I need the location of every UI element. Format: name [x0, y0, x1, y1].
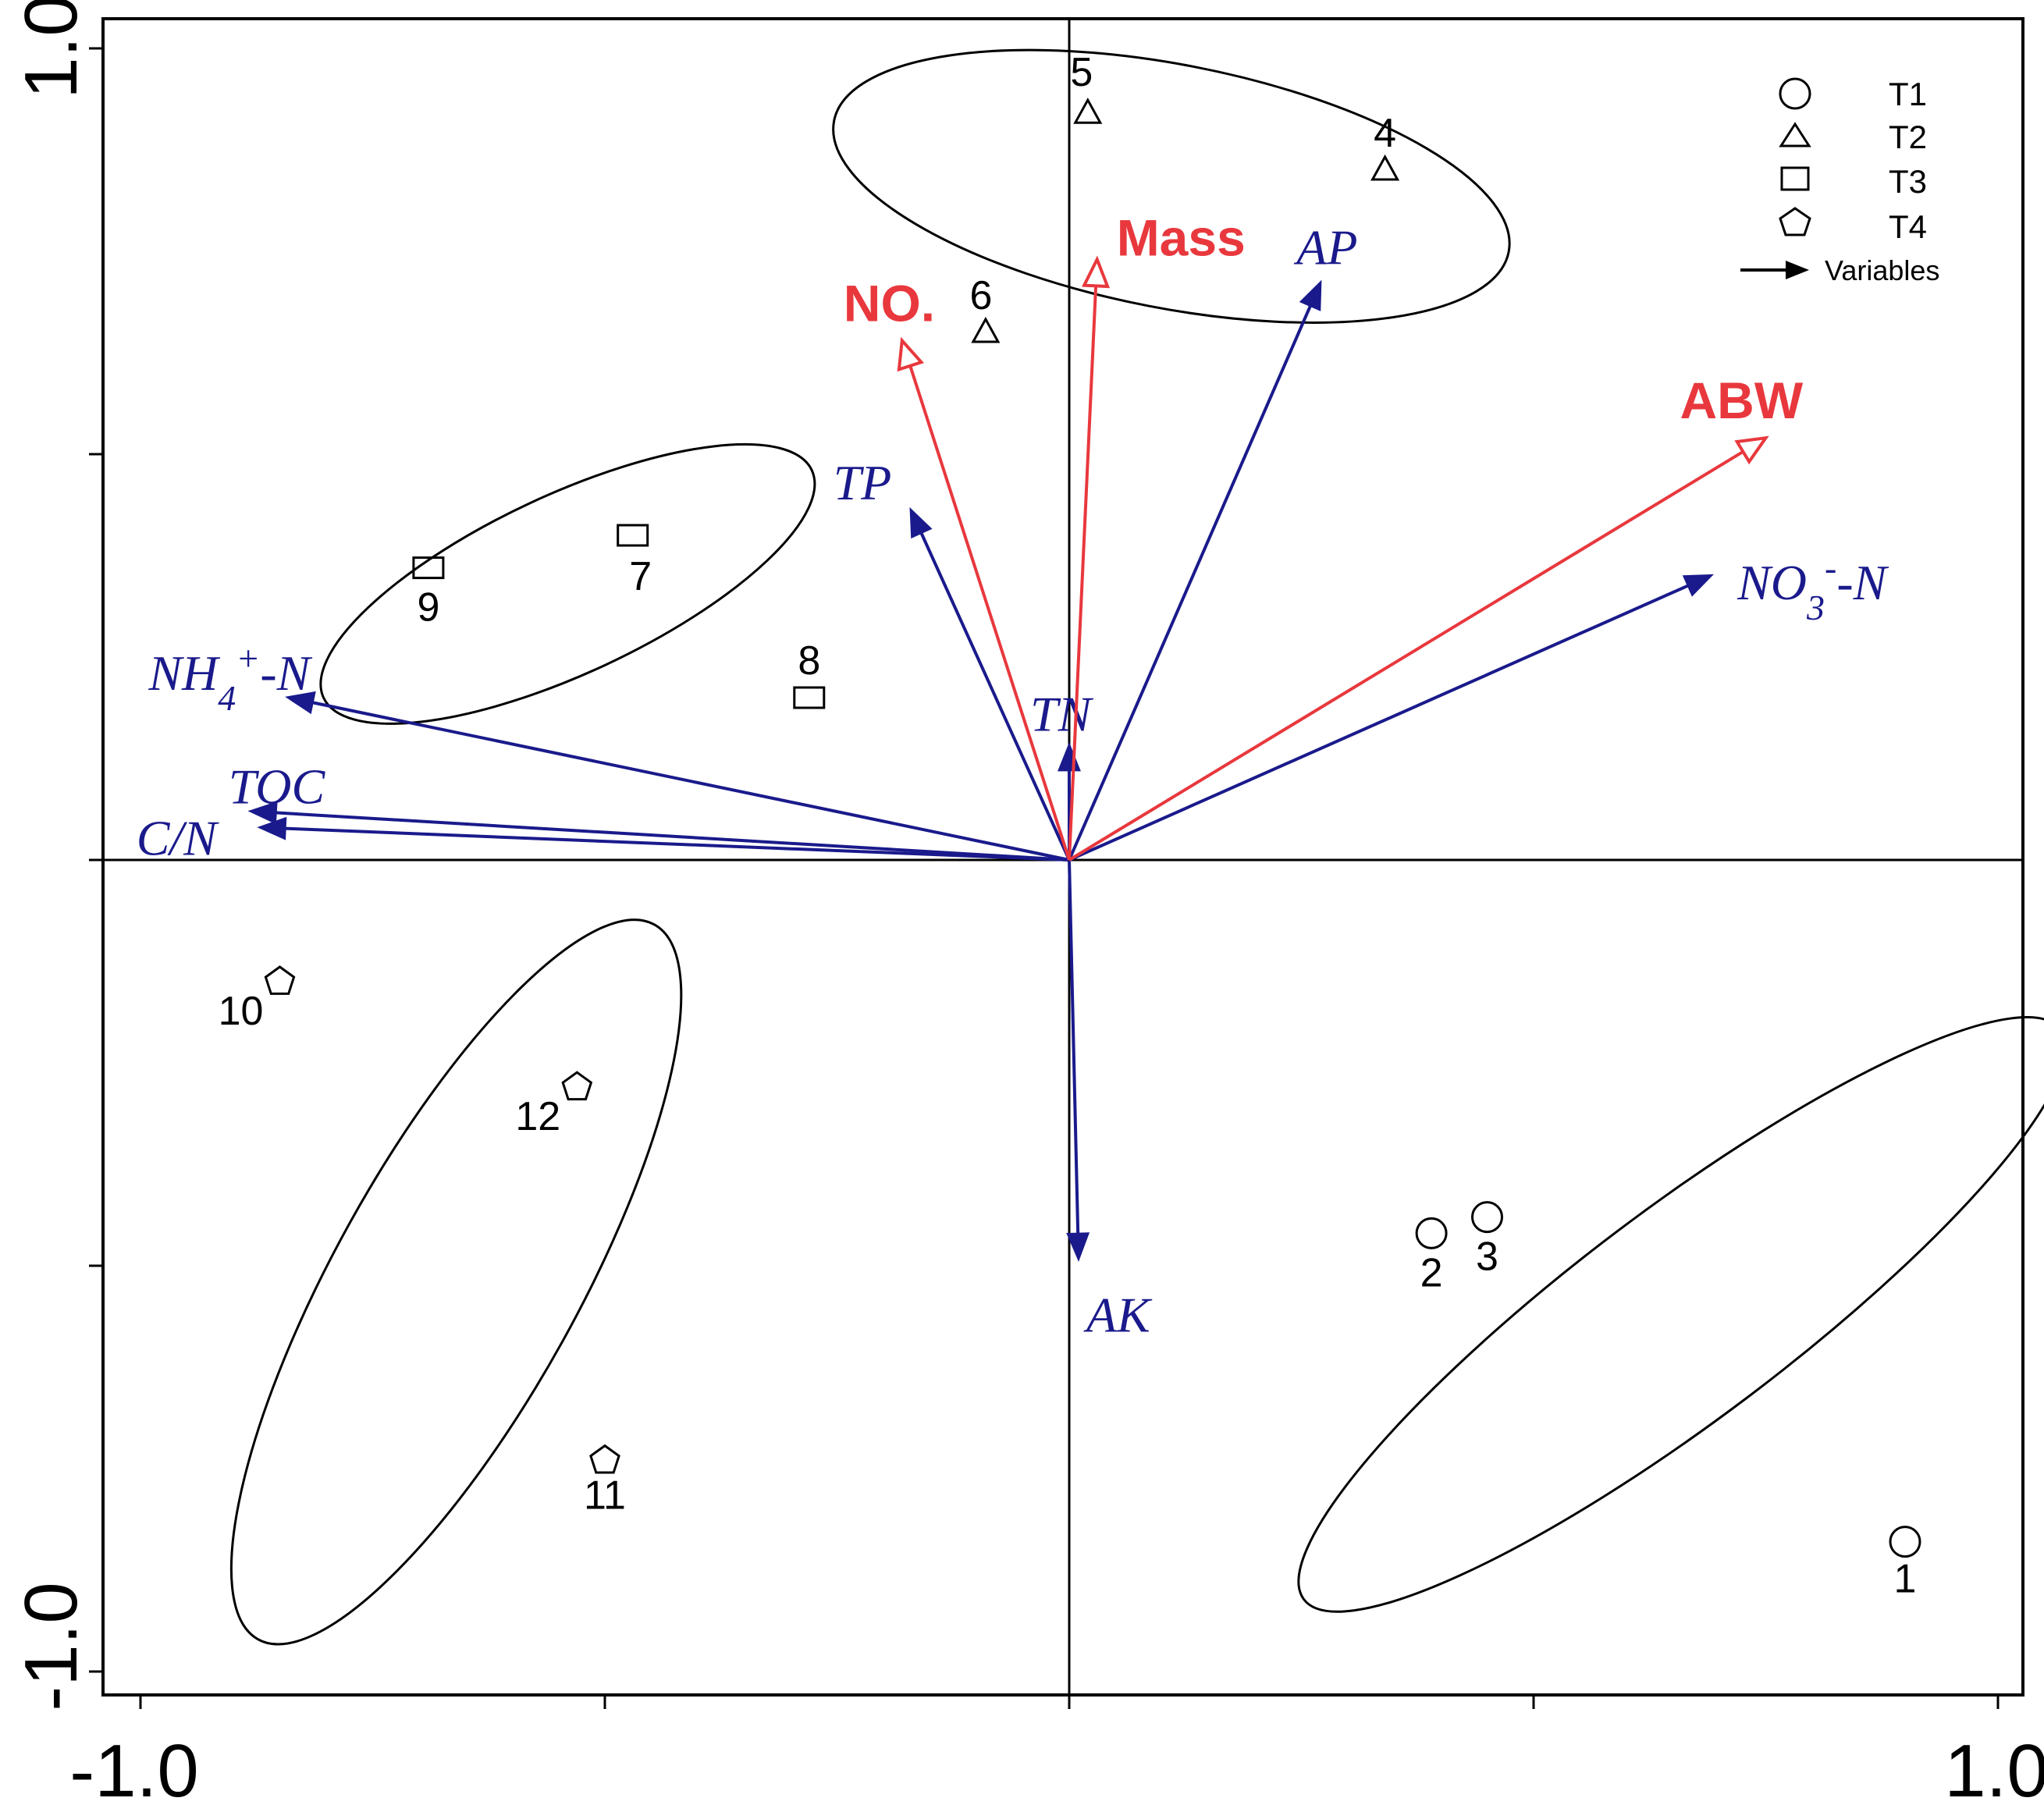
site-marker-4 — [1370, 154, 1400, 181]
legend-t4-label: T4 — [1889, 208, 1927, 245]
variable-label-ak: AK — [1083, 1288, 1153, 1343]
site-marker-1 — [1889, 1526, 1921, 1558]
variable-arrow-tp — [919, 531, 1071, 861]
response-arrow-abw — [1068, 450, 1744, 862]
variable-label-c-n: C/N — [137, 810, 219, 865]
group-ellipses — [229, 48, 2044, 1646]
group-ellipse-t2 — [832, 48, 1511, 324]
group-ellipse-t1 — [1297, 1016, 2044, 1613]
site-label-11: 11 — [584, 1473, 626, 1519]
variable-label-no3-n: NO3--N — [1737, 548, 1889, 627]
legend-t1-marker — [1779, 77, 1811, 110]
variable-label-tp: TP — [834, 455, 892, 510]
chart-legend: T1 T2 T3 T4 Variables — [1740, 76, 1939, 286]
site-label-4: 4 — [1374, 111, 1396, 156]
variable-arrowhead-c-n — [257, 816, 287, 840]
variable-label-nh4-n: NH4+-N — [148, 638, 312, 718]
site-label-7: 7 — [629, 554, 652, 599]
legend-t2-marker — [1779, 122, 1811, 147]
variable-label-tn: TN — [1030, 686, 1094, 741]
group-ellipse-t4 — [229, 918, 683, 1646]
variable-arrow-nh4-n — [311, 701, 1070, 862]
variable-arrow-c-n — [284, 826, 1070, 862]
legend-t3-marker — [1780, 166, 1810, 191]
variable-arrowhead-toc — [247, 801, 278, 825]
legend-t4-marker — [1779, 207, 1811, 236]
response-label-no: NO. — [844, 274, 935, 332]
response-label-mass: Mass — [1117, 208, 1246, 266]
legend-variables-label: Variables — [1825, 254, 1939, 286]
site-marker-12 — [561, 1071, 593, 1101]
site-marker-8 — [793, 686, 826, 709]
variable-label-toc: TOC — [229, 759, 326, 815]
x-tick-label-right: 1.0 — [1944, 1729, 2044, 1812]
site-marker-7 — [617, 524, 649, 547]
site-label-12: 12 — [515, 1094, 560, 1139]
legend-t1-label: T1 — [1889, 76, 1927, 112]
response-label-abw: ABW — [1680, 371, 1804, 429]
site-label-8: 8 — [798, 638, 820, 684]
response-arrowhead-mass — [1081, 255, 1111, 289]
site-label-6: 6 — [969, 273, 992, 318]
axis-ticks — [89, 47, 2000, 1709]
variable-arrow-no3-n — [1068, 584, 1690, 862]
site-label-1: 1 — [1894, 1557, 1917, 1602]
legend-variables-arrow-head — [1786, 261, 1809, 279]
variable-label-ap: AP — [1293, 220, 1357, 275]
x-tick-label-left: -1.0 — [69, 1729, 198, 1812]
y-tick-label-bottom: -1.0 — [9, 1582, 93, 1711]
site-marker-9 — [412, 556, 445, 580]
legend-t3-label: T3 — [1889, 163, 1927, 200]
plot-frame — [101, 17, 2024, 1697]
response-arrowhead-no — [897, 336, 925, 372]
legend-t2-label: T2 — [1889, 119, 1927, 155]
variable-arrowhead-ap — [1299, 279, 1322, 311]
response-arrowhead-abw — [1734, 435, 1769, 465]
site-marker-10 — [264, 965, 296, 995]
site-label-5: 5 — [1070, 50, 1093, 95]
site-marker-2 — [1415, 1217, 1448, 1249]
site-label-9: 9 — [417, 585, 439, 631]
site-marker-3 — [1471, 1201, 1503, 1234]
site-label-2: 2 — [1420, 1250, 1443, 1295]
group-ellipse-t3 — [319, 442, 816, 725]
response-arrow-mass — [1068, 286, 1098, 861]
variable-arrow-toc — [275, 811, 1070, 862]
variable-arrow-ak — [1068, 859, 1080, 1235]
variable-arrowhead-nh4-n — [285, 691, 316, 715]
site-label-10: 10 — [219, 989, 264, 1034]
variable-arrowhead-tp — [909, 506, 933, 539]
site-marker-11 — [589, 1444, 620, 1474]
response-arrow-no — [908, 365, 1071, 861]
y-tick-label-top: 1.0 — [9, 0, 93, 99]
variable-arrow-ap — [1068, 304, 1313, 861]
site-marker-5 — [1073, 98, 1103, 124]
variable-arrowhead-ak — [1066, 1232, 1090, 1262]
variable-arrowhead-no3-n — [1682, 574, 1715, 597]
site-label-3: 3 — [1476, 1235, 1498, 1280]
site-marker-6 — [971, 316, 1001, 343]
